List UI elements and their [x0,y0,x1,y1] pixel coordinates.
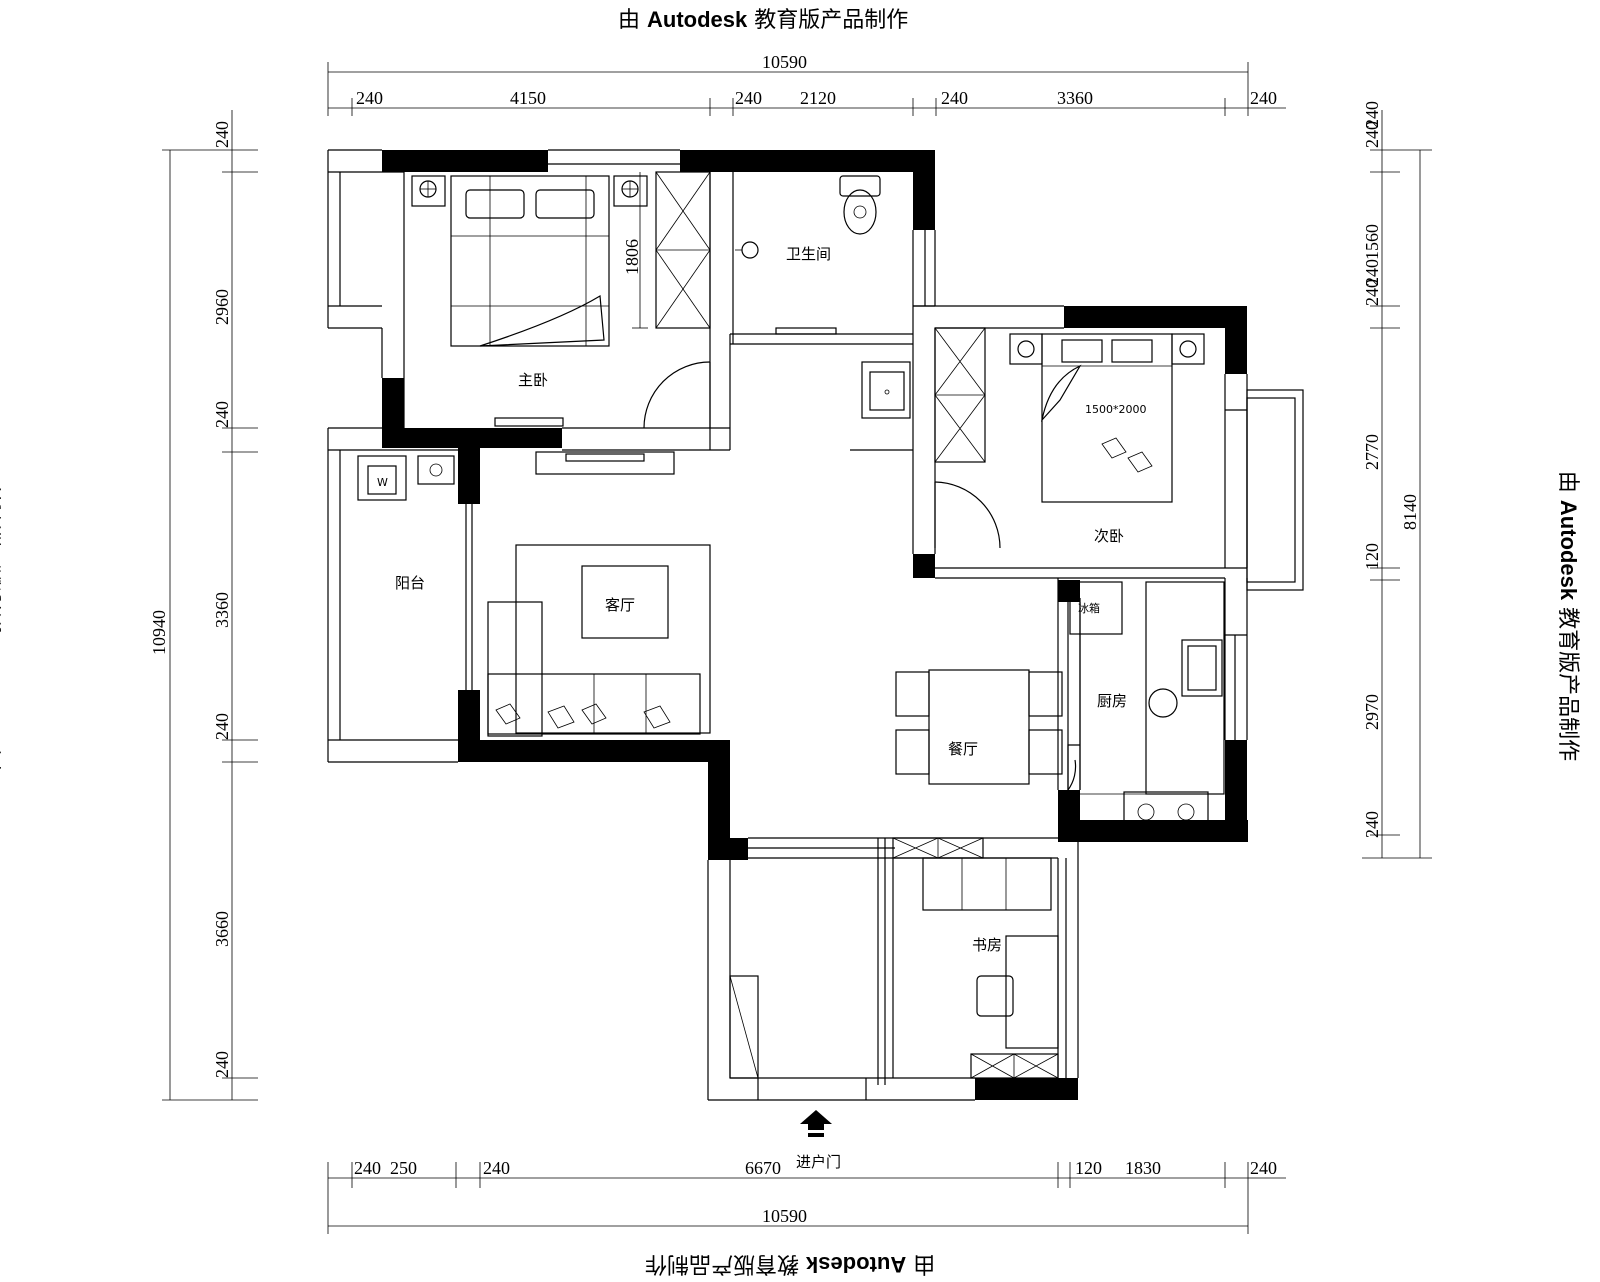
dim-bottom-4: 6670 [745,1158,781,1178]
dim-top-3: 240 [735,88,762,108]
entrance-arrow-icon [800,1110,832,1137]
wall-outlines [327,149,1304,1101]
second-bed [1009,333,1205,503]
dim-left-1: 240 [212,121,232,148]
top-dimensions: 10590 240 4150 240 2120 240 3360 240 [327,52,1286,116]
dim-left-4: 3360 [212,592,232,628]
label-fridge: 冰箱 [1078,601,1100,615]
label-bed-size: 1500*2000 [1085,403,1147,416]
dim-right-6: 2770 [1362,434,1382,470]
study-furniture [922,857,1059,1079]
dim-bottom-5: 120 [1075,1158,1102,1178]
dim-top-total: 10590 [762,52,807,72]
dim-left-6: 3660 [212,911,232,947]
dining-table [895,669,1063,785]
bottom-dimensions: 240 250 240 6670 120 1830 240 10590 [327,1158,1286,1234]
label-dining-room: 餐厅 [948,740,978,758]
dim-bottom-7: 240 [1250,1158,1277,1178]
dim-left-total: 10940 [149,610,169,655]
right-dimensions: 240 240 1560 240 240 2770 120 2970 240 8… [1362,101,1432,859]
kitchen-fixtures [1069,581,1225,833]
dim-top-7: 240 [1250,88,1277,108]
bathroom-fixtures [735,175,911,419]
walls [382,150,1248,1100]
dim-bottom-2: 250 [390,1158,417,1178]
dim-closet: 1806 [622,239,642,275]
label-bathroom: 卫生间 [786,245,831,263]
dim-right-2: 240 [1362,101,1382,128]
master-closet: 1806 [622,171,711,329]
master-bed [411,175,648,427]
dim-right-1: 240 [1362,121,1382,148]
balcony-fixtures [357,455,455,501]
dim-bottom-total: 10590 [762,1206,807,1226]
second-wardrobe [934,327,986,463]
label-living-room: 客厅 [605,596,635,614]
dim-right-4: 240 [1362,279,1382,306]
dim-bottom-6: 1830 [1125,1158,1161,1178]
dim-top-6: 3360 [1057,88,1093,108]
label-master-bedroom: 主卧 [518,371,548,389]
left-dimensions: 10940 240 2960 240 3360 240 3660 240 [149,110,258,1101]
dim-bottom-3: 240 [483,1158,510,1178]
tv-cabinet [535,451,675,475]
dim-left-2: 2960 [212,289,232,325]
label-washer: W [377,476,388,489]
label-entrance: 进户门 [796,1153,841,1171]
living-sofa [487,544,711,737]
doors [643,361,1080,1100]
dim-right-5: 240 [1362,259,1382,286]
label-second-bedroom: 次卧 [1094,527,1124,545]
label-balcony: 阳台 [395,574,425,592]
dim-top-1: 240 [356,88,383,108]
dim-right-7: 120 [1362,543,1382,570]
dim-left-3: 240 [212,401,232,428]
entrance-shoe-cabinet [729,975,759,1079]
dim-right-3: 1560 [1362,224,1382,260]
dim-top-4: 2120 [800,88,836,108]
dim-left-5: 240 [212,713,232,740]
label-study: 书房 [972,936,1002,954]
dim-left-7: 240 [212,1051,232,1078]
dim-top-5: 240 [941,88,968,108]
watermark-top: 由 Autodesk 教育版产品制作 [618,7,909,33]
dim-top-2: 4150 [510,88,546,108]
dim-right-total: 8140 [1400,494,1420,530]
dim-right-9: 240 [1362,811,1382,838]
dim-bottom-1: 240 [354,1158,381,1178]
label-kitchen: 厨房 [1097,692,1127,710]
hall-cabinet [892,837,984,859]
dim-right-8: 2970 [1362,694,1382,730]
